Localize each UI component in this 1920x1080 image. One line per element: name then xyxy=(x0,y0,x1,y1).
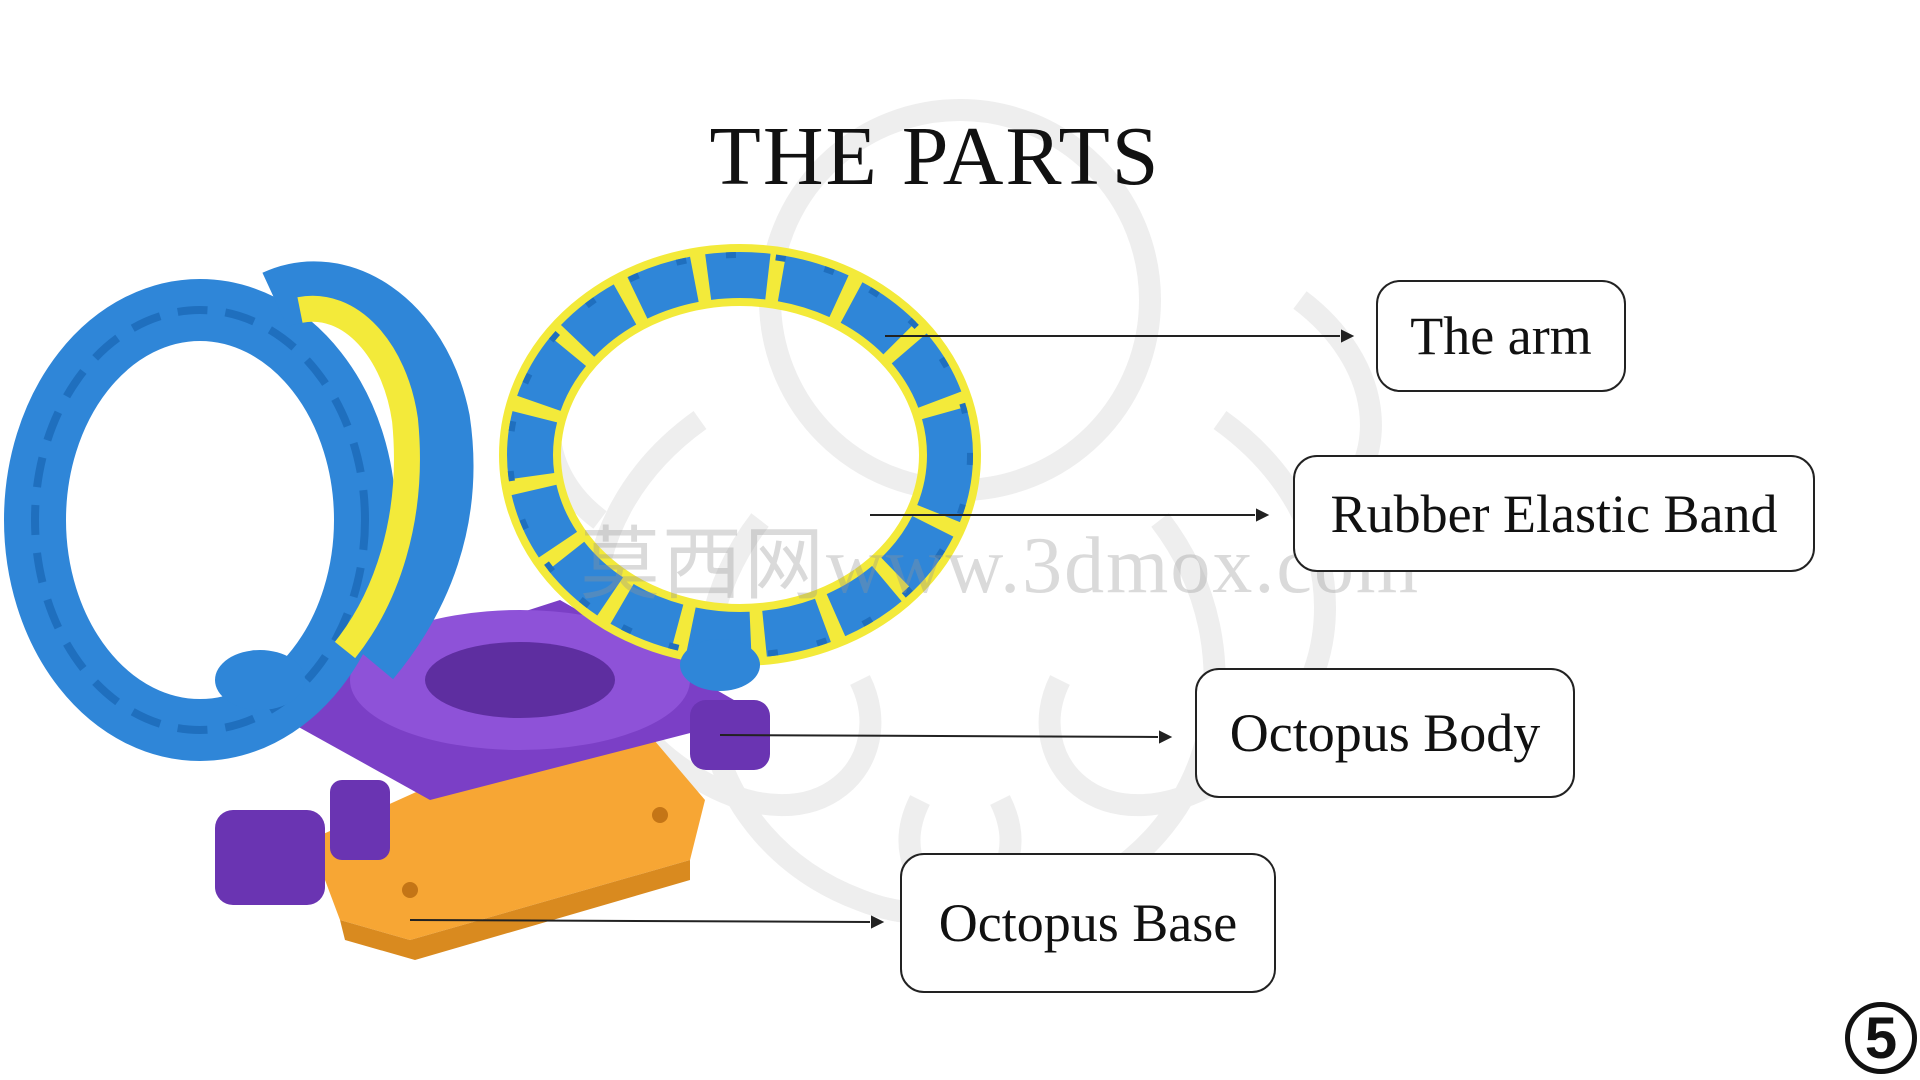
octopus-body-part xyxy=(215,600,770,905)
label-the-arm: The arm xyxy=(1376,280,1626,392)
left-arm-part xyxy=(4,261,474,761)
watermark-text: 莫西网www.3dmox.com xyxy=(580,522,1421,610)
page-number-badge: 5 xyxy=(1845,1002,1917,1074)
right-arm-part xyxy=(499,244,981,691)
page-title: THE PARTS xyxy=(709,110,1161,203)
octopus-base-part xyxy=(310,700,705,960)
label-rubber-elastic-band: Rubber Elastic Band xyxy=(1293,455,1815,572)
pointer-lines xyxy=(409,329,1355,929)
label-octopus-body: Octopus Body xyxy=(1195,668,1575,798)
label-octopus-base: Octopus Base xyxy=(900,853,1276,993)
